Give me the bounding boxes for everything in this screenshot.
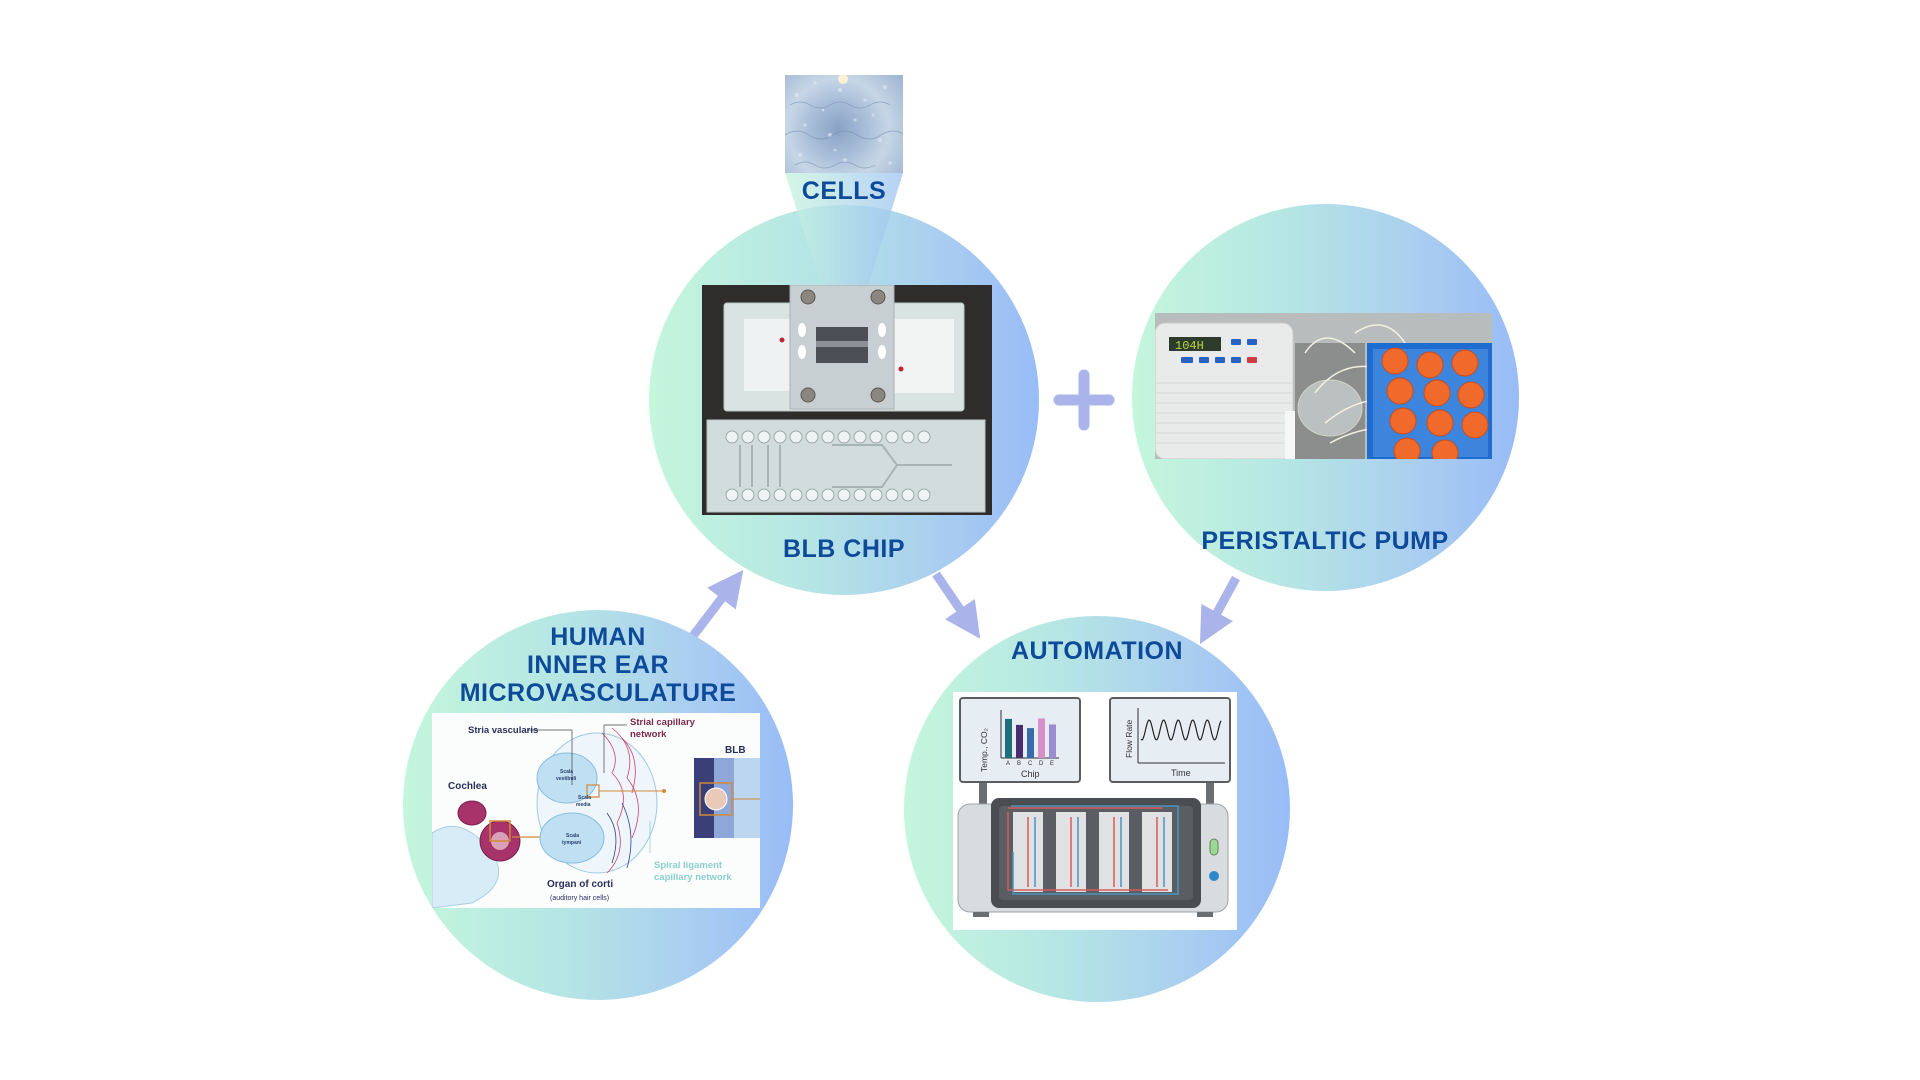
cells-texture — [785, 75, 903, 169]
scala-media-text-1: Scala — [578, 795, 591, 801]
arrow-chip-to-automation — [932, 571, 981, 639]
inner-ear-figure: Stria vascularis Strial capillary networ… — [432, 713, 760, 908]
scala-tympani-text-2: tympani — [562, 840, 582, 846]
automation-label: AUTOMATION — [1010, 637, 1184, 665]
pump-display-reading: 104H — [1175, 339, 1204, 353]
arrow-pump-to-automation — [1199, 575, 1240, 645]
monitor-left-ylabel: Temp., CO₂ — [979, 728, 989, 772]
monitor-bar-tick-label: A — [1006, 761, 1010, 767]
strial-network-text-1: Strial capillary — [630, 717, 696, 728]
stria-vascularis-text: Stria vascularis — [468, 725, 538, 736]
monitor-right-xlabel: Time — [1171, 768, 1191, 778]
strial-network-text-2: network — [630, 729, 667, 740]
plus-icon — [1053, 369, 1115, 431]
inner-ear-title-line2: INNER EAR — [526, 651, 669, 679]
cochlea-text: Cochlea — [448, 781, 487, 792]
organ-of-corti-subtext: (auditory hair cells) — [550, 895, 609, 902]
blb-chip-photo — [702, 285, 992, 515]
blb-chip-label: BLB CHIP — [782, 535, 906, 563]
monitor-bar-tick-label: C — [1028, 761, 1033, 767]
scala-vestibuli-text-2: vestibuli — [556, 776, 577, 782]
pump-drawing: 104H — [1155, 322, 1492, 459]
inner-ear-title-line1: HUMAN — [550, 623, 646, 651]
monitor-bar-d — [1038, 718, 1045, 758]
monitor-right-ylabel: Flow Rate — [1124, 719, 1134, 758]
inner-ear-title-line3: MICROVASCULATURE — [459, 679, 737, 707]
monitor-bar-tick-label: E — [1050, 761, 1054, 767]
organ-of-corti-text: Organ of corti — [547, 879, 613, 890]
monitor-bar-a — [1005, 718, 1012, 758]
scala-vestibuli-text-1: Scala — [560, 769, 573, 775]
blb-chip-drawing — [706, 285, 986, 513]
inner-ear-drawing: Stria vascularis Strial capillary networ… — [432, 717, 760, 908]
monitor-bar-tick-label: B — [1017, 761, 1021, 767]
peristaltic-pump-label: PERISTALTIC PUMP — [1201, 527, 1449, 555]
blb-text: BLB — [725, 745, 746, 756]
arrow-ear-to-chip — [689, 569, 744, 639]
monitor-right — [1109, 697, 1231, 783]
monitor-bar-tick-label: D — [1039, 761, 1044, 767]
monitor-bar-c — [1027, 728, 1034, 758]
peristaltic-pump-photo: 104H — [1155, 313, 1492, 459]
monitor-left-xlabel: Chip — [1021, 769, 1040, 779]
scala-tympani-text-1: Scala — [566, 833, 579, 839]
cells-micrograph — [785, 75, 903, 173]
cells-label: CELLS — [801, 177, 887, 205]
scala-media-text-2: media — [576, 802, 591, 808]
spiral-ligament-text-2: capillary network — [654, 872, 732, 883]
monitor-bar-b — [1016, 724, 1023, 758]
spiral-ligament-text-1: Spiral ligament — [654, 860, 723, 871]
monitor-bar-e — [1049, 724, 1056, 758]
flow-rate-wave — [1140, 719, 1222, 741]
